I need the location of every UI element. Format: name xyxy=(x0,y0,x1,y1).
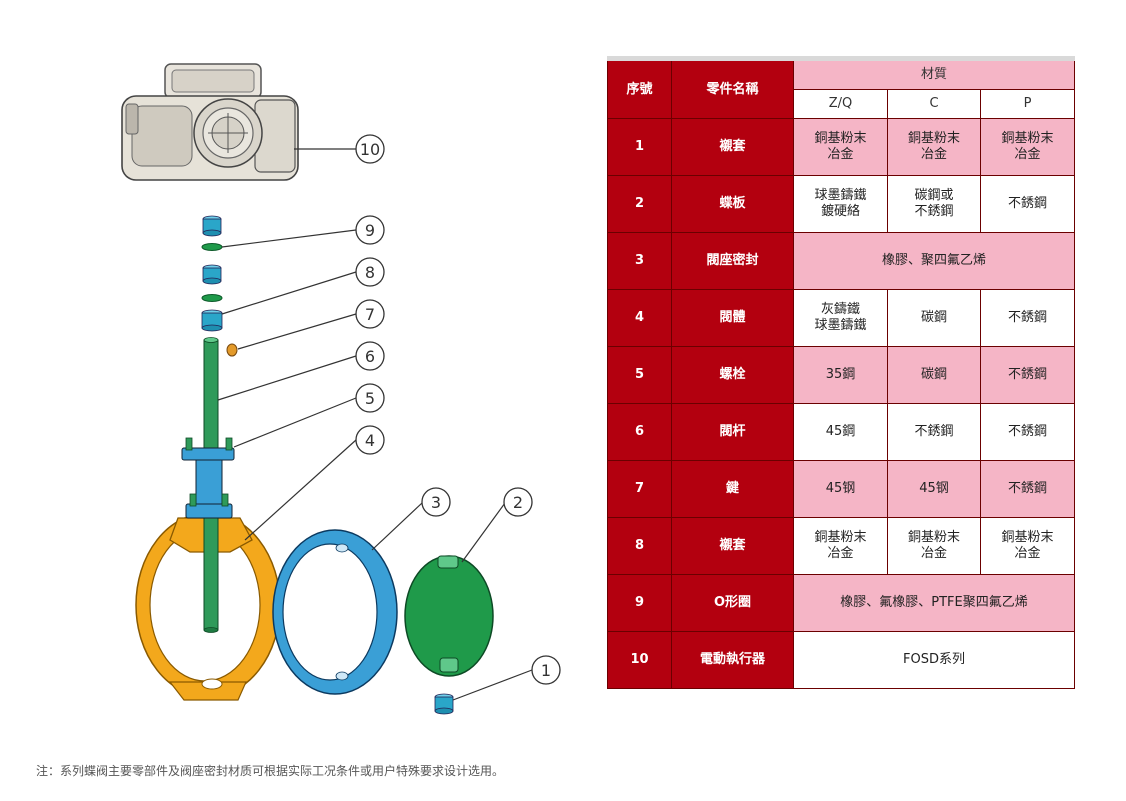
material-cell: 球墨鑄鐵 鍍硬絡 xyxy=(793,175,888,233)
row-number: 8 xyxy=(607,517,672,575)
exploded-valve-diagram: 10 9 8 7 6 5 4 3 2 1 xyxy=(121,63,561,715)
part-name: 螺栓 xyxy=(671,346,794,404)
part-name: 閥座密封 xyxy=(671,232,794,290)
material-cell: 灰鑄鐵 球墨鑄鐵 xyxy=(793,289,888,347)
bushing-lower xyxy=(201,309,223,332)
part-name: 襯套 xyxy=(671,517,794,575)
material-cell: 銅基粉末 冶金 xyxy=(979,118,1076,176)
material-cell: 不銹鋼 xyxy=(887,403,981,461)
material-cell-merged: FOSD系列 xyxy=(792,631,1076,689)
material-cell: 不銹鋼 xyxy=(979,175,1076,233)
material-cell: 銅基粉末 冶金 xyxy=(887,517,981,575)
o-ring-upper xyxy=(201,243,223,251)
header-no: 序號 xyxy=(607,58,672,119)
material-cell-merged: 橡膠、聚四氟乙烯 xyxy=(792,232,1076,290)
bushing-middle xyxy=(202,264,222,285)
header-grade-p: P xyxy=(979,89,1076,119)
svg-text:3: 3 xyxy=(431,493,441,512)
row-number: 7 xyxy=(607,460,672,518)
bushing-top xyxy=(202,215,222,237)
svg-text:1: 1 xyxy=(541,661,551,680)
row-number: 4 xyxy=(607,289,672,347)
bushing-bottom xyxy=(434,693,454,715)
svg-text:10: 10 xyxy=(360,140,380,159)
header-material: 材質 xyxy=(792,58,1076,90)
row-number: 2 xyxy=(607,175,672,233)
row-number: 3 xyxy=(607,232,672,290)
material-cell: 35鋼 xyxy=(793,346,888,404)
material-cell: 銅基粉末 冶金 xyxy=(793,517,888,575)
callout-7: 7 xyxy=(355,299,385,329)
callout-1: 1 xyxy=(531,655,561,685)
electric-actuator xyxy=(121,63,299,181)
butterfly-disc xyxy=(404,555,494,677)
svg-text:7: 7 xyxy=(365,305,375,324)
material-cell: 碳鋼 xyxy=(887,346,981,404)
part-name: 襯套 xyxy=(671,118,794,176)
material-cell-merged: 橡膠、氟橡膠、PTFE聚四氟乙烯 xyxy=(792,574,1076,632)
material-cell: 45钢 xyxy=(793,460,888,518)
svg-text:2: 2 xyxy=(513,493,523,512)
material-cell: 45钢 xyxy=(887,460,981,518)
callout-9: 9 xyxy=(355,215,385,245)
material-cell: 不銹鋼 xyxy=(979,403,1076,461)
row-number: 10 xyxy=(607,631,672,689)
material-cell: 45鋼 xyxy=(793,403,888,461)
material-cell: 碳鋼或 不銹鋼 xyxy=(887,175,981,233)
bonnet-neck xyxy=(181,437,235,519)
material-cell: 不銹鋼 xyxy=(979,289,1076,347)
header-part-name: 零件名稱 xyxy=(671,58,794,119)
svg-text:9: 9 xyxy=(365,221,375,240)
material-cell: 碳鋼 xyxy=(887,289,981,347)
material-cell: 不銹鋼 xyxy=(979,346,1076,404)
row-number: 9 xyxy=(607,574,672,632)
svg-text:5: 5 xyxy=(365,389,375,408)
svg-text:8: 8 xyxy=(365,263,375,282)
header-grade-zq: Z/Q xyxy=(793,89,888,119)
part-name: 電動執行器 xyxy=(671,631,794,689)
material-cell: 銅基粉末 冶金 xyxy=(979,517,1076,575)
callout-2: 2 xyxy=(503,487,533,517)
row-number: 5 xyxy=(607,346,672,404)
material-cell: 銅基粉末 冶金 xyxy=(793,118,888,176)
callout-3: 3 xyxy=(421,487,451,517)
leader-lines xyxy=(217,148,533,701)
o-ring-lower xyxy=(201,294,223,302)
callout-10: 10 xyxy=(355,134,385,164)
key xyxy=(226,343,238,357)
row-number: 1 xyxy=(607,118,672,176)
footnote: 注：系列蝶阀主要零部件及阀座密封材质可根据实际工况条件或用户特殊要求设计选用。 xyxy=(36,764,505,778)
valve-seat xyxy=(272,529,398,695)
part-name: 閥體 xyxy=(671,289,794,347)
part-name: 鍵 xyxy=(671,460,794,518)
callout-6: 6 xyxy=(355,341,385,371)
callout-4: 4 xyxy=(355,425,385,455)
callout-5: 5 xyxy=(355,383,385,413)
part-name: 閥杆 xyxy=(671,403,794,461)
part-name: 蝶板 xyxy=(671,175,794,233)
material-cell: 銅基粉末 冶金 xyxy=(887,118,981,176)
svg-text:4: 4 xyxy=(365,431,375,450)
material-cell: 不銹鋼 xyxy=(979,460,1076,518)
svg-text:6: 6 xyxy=(365,347,375,366)
header-grade-c: C xyxy=(887,89,981,119)
part-name: O形圈 xyxy=(671,574,794,632)
row-number: 6 xyxy=(607,403,672,461)
callout-8: 8 xyxy=(355,257,385,287)
